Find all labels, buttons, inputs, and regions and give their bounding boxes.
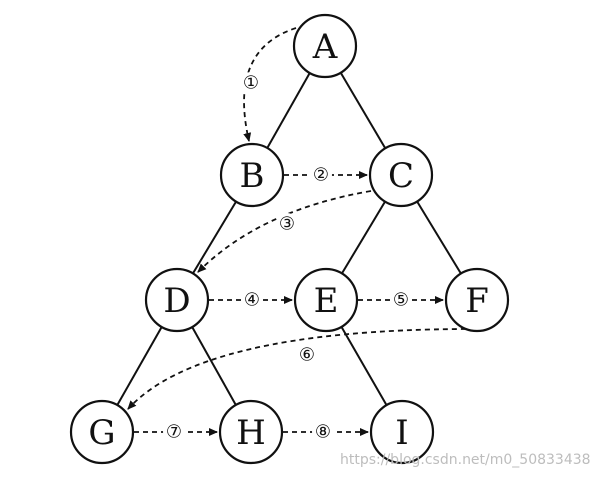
step-label-bg bbox=[296, 344, 318, 366]
step-label-1: ① bbox=[243, 73, 259, 94]
edge-a-b bbox=[266, 72, 311, 149]
step-label-7: ⑦ bbox=[166, 422, 182, 443]
node-d: D bbox=[144, 267, 210, 333]
node-a: A bbox=[292, 13, 358, 79]
node-label: B bbox=[240, 156, 265, 196]
node-circle bbox=[369, 399, 435, 465]
node-f: F bbox=[444, 267, 510, 333]
edge-b-d bbox=[192, 201, 237, 274]
node-circle bbox=[292, 13, 358, 79]
node-circle bbox=[69, 399, 135, 465]
node-circle bbox=[368, 142, 434, 208]
traversal-paths bbox=[127, 27, 467, 436]
node-g: G bbox=[69, 399, 135, 465]
step-label-bg bbox=[312, 421, 334, 443]
node-i: I bbox=[369, 399, 435, 465]
node-circle bbox=[218, 399, 284, 465]
node-label: D bbox=[163, 281, 190, 321]
edge-e-i bbox=[340, 326, 388, 406]
node-label: G bbox=[88, 413, 115, 453]
node-label: I bbox=[395, 413, 408, 453]
edge-c-e bbox=[341, 201, 386, 274]
edge-a-c bbox=[339, 72, 387, 149]
watermark-text: https://blog.csdn.net/m0_50833438 bbox=[340, 452, 591, 468]
step-label-5: ⑤ bbox=[393, 290, 409, 311]
tree-edges bbox=[116, 72, 462, 406]
step-labels: ① ② ③ ④ ⑤ ⑥ ⑦ ⑧ bbox=[163, 72, 412, 443]
step-label-6: ⑥ bbox=[299, 345, 315, 366]
node-label: E bbox=[314, 281, 339, 321]
node-e: E bbox=[293, 267, 359, 333]
node-circle bbox=[444, 267, 510, 333]
node-b: B bbox=[219, 142, 285, 208]
step-label-bg bbox=[241, 289, 263, 311]
step-label-bg bbox=[163, 421, 185, 443]
traversal-arrow-6 bbox=[127, 328, 467, 410]
step-label-2: ② bbox=[313, 165, 329, 186]
step-label-bg bbox=[390, 289, 412, 311]
node-label: C bbox=[388, 156, 414, 196]
step-label-3: ③ bbox=[279, 214, 295, 235]
edge-d-g bbox=[116, 326, 163, 406]
node-circle bbox=[219, 142, 285, 208]
node-c: C bbox=[368, 142, 434, 208]
step-label-4: ④ bbox=[244, 290, 260, 311]
step-label-bg bbox=[240, 72, 262, 94]
edge-c-f bbox=[416, 200, 462, 275]
traversal-arrow-3 bbox=[197, 190, 372, 273]
tree-nodes: A B C D E F G H I bbox=[69, 13, 510, 465]
node-label: H bbox=[236, 413, 266, 453]
edge-d-h bbox=[191, 326, 237, 406]
node-circle bbox=[293, 267, 359, 333]
step-label-8: ⑧ bbox=[315, 422, 331, 443]
node-circle bbox=[144, 267, 210, 333]
step-label-bg bbox=[310, 164, 332, 186]
node-label: F bbox=[465, 281, 489, 321]
node-label: A bbox=[312, 27, 338, 67]
step-label-bg bbox=[276, 213, 298, 235]
node-h: H bbox=[218, 399, 284, 465]
